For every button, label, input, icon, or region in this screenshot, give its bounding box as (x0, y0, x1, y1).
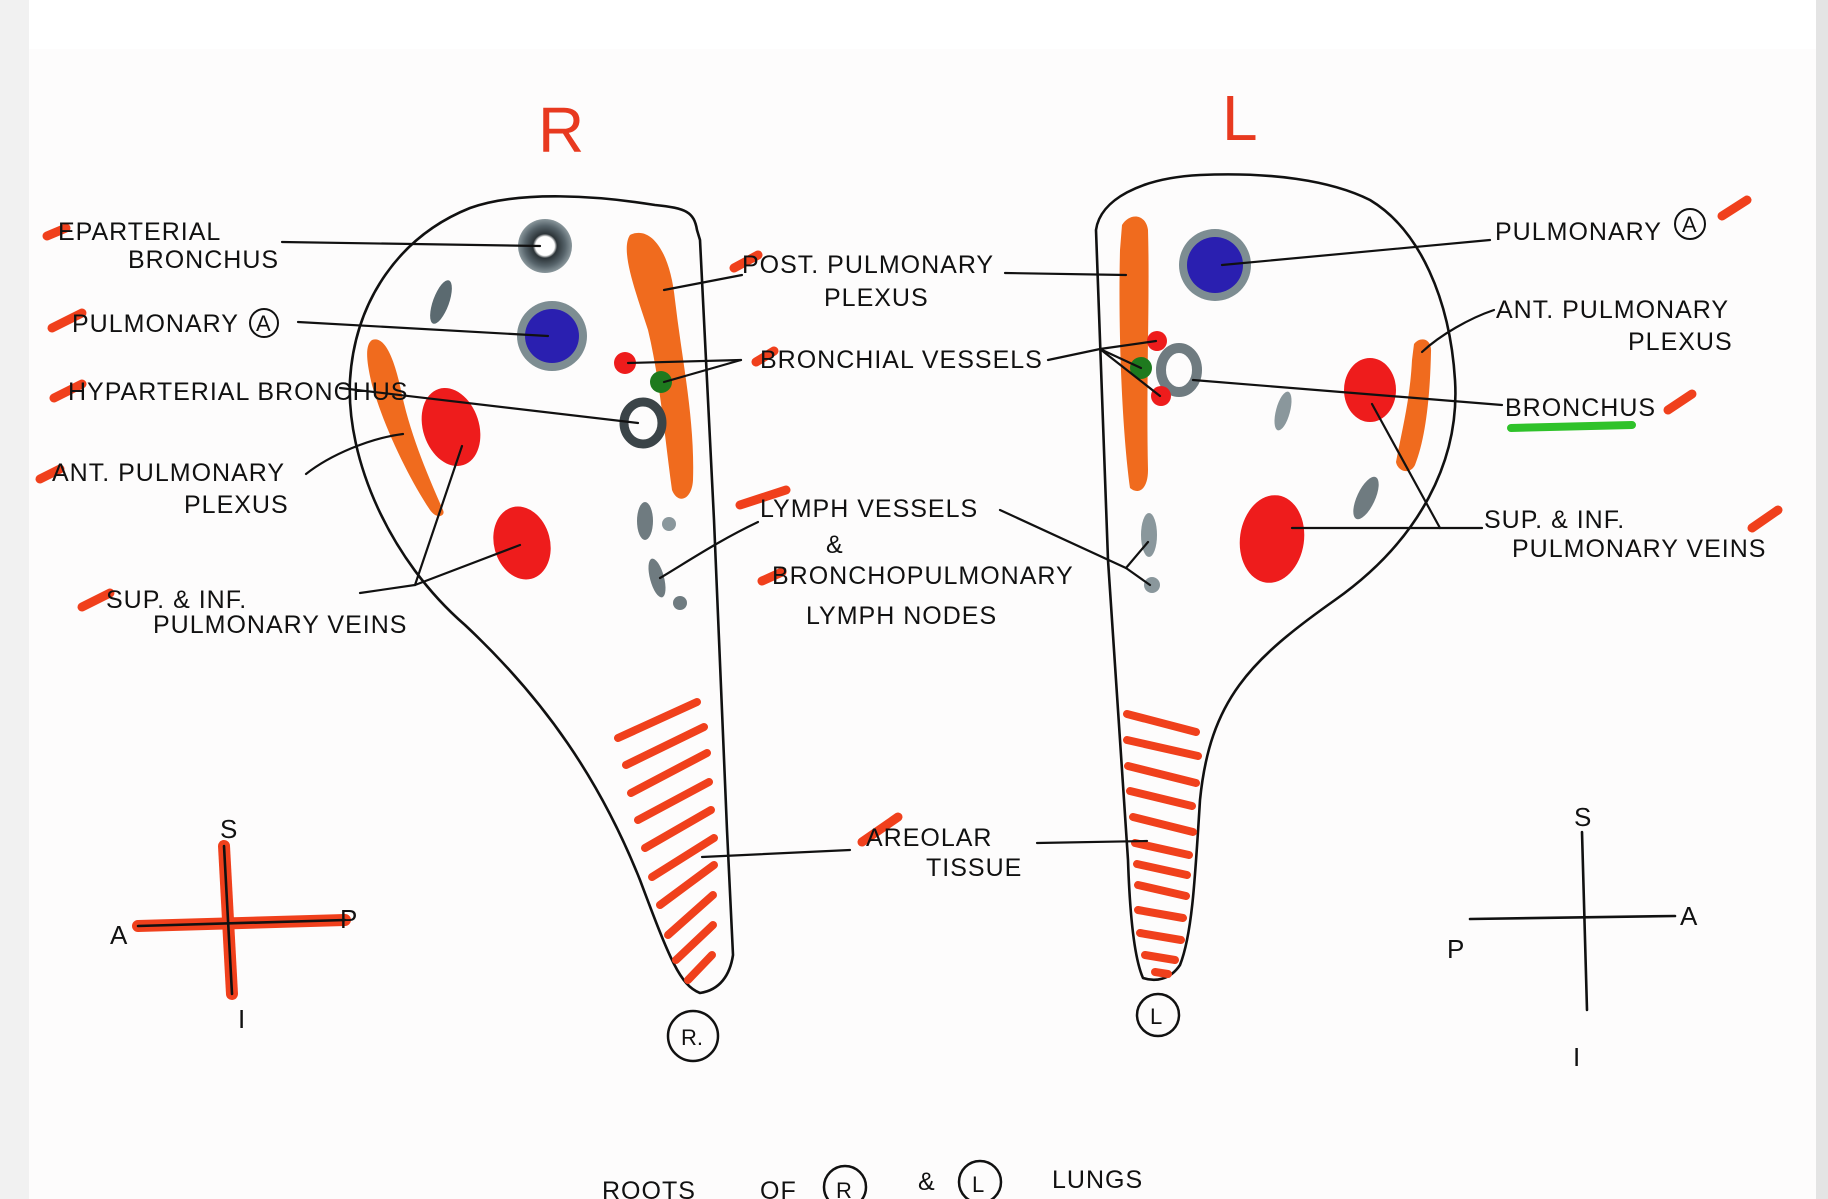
label-veins-right-2: PULMONARY VEINS (153, 611, 407, 639)
left-footer-label: L (1150, 1004, 1162, 1029)
left-orient-top: S (1574, 802, 1591, 832)
left-lymph-node-1 (1141, 513, 1157, 557)
label-bronchus-left: BRONCHUS (1505, 394, 1656, 422)
bronchus-green-underline (1507, 421, 1636, 432)
left-artery-circle-letter: A (1682, 212, 1697, 237)
right-bronchial-artery-red (614, 352, 636, 374)
right-artery-circle-letter: A (256, 311, 271, 336)
title-right-circle: R (836, 1178, 852, 1199)
title-roots: ROOTS (602, 1177, 696, 1199)
right-edge (1816, 0, 1828, 1199)
right-orient-bottom: I (238, 1004, 245, 1034)
label-veins-left-1: SUP. & INF. (1484, 506, 1625, 534)
left-lymph-vessel-1 (1274, 391, 1292, 431)
diagram-title: ROOTS OF R & L LUNGS (602, 1159, 1143, 1199)
label-ant-plexus-left-2: PLEXUS (1628, 328, 1733, 356)
right-lymph-vessel-upper (430, 280, 452, 324)
right-inferior-pulmonary-vein (493, 506, 551, 580)
label-bronchial-vessels: BRONCHIAL VESSELS (760, 346, 1043, 374)
right-pulmonary-artery (525, 309, 579, 363)
left-areolar-tissue (1123, 710, 1202, 978)
title-amp: & (918, 1168, 936, 1196)
label-lymph-2: BRONCHOPULMONARY (772, 562, 1074, 590)
right-footer-label: R. (681, 1025, 703, 1050)
left-superior-pulmonary-vein (1344, 358, 1396, 422)
label-ant-plexus-right-1: ANT. PULMONARY (52, 459, 285, 487)
left-pulmonary-artery (1187, 237, 1243, 293)
left-lung-heading: L (1222, 82, 1258, 154)
left-orient-right: A (1680, 901, 1698, 931)
right-lymph-node-2 (662, 517, 676, 531)
title-of: OF (760, 1177, 797, 1199)
right-superior-pulmonary-vein (421, 387, 481, 467)
right-lung-heading: R (538, 94, 584, 166)
right-bronchial-vessel-green (650, 371, 672, 393)
label-pulmonary-artery-right: PULMONARY (72, 310, 239, 338)
left-lung-labels: PULMONARY A ANT. PULMONARY PLEXUS BRONCH… (1191, 195, 1783, 563)
label-veins-right-1: SUP. & INF. (106, 586, 247, 614)
title-left-circle: L (972, 1172, 984, 1197)
left-orient-left: P (1447, 934, 1464, 964)
right-lymph-node-3 (648, 558, 666, 598)
right-lung-labels: EPARTERIAL BRONCHUS PULMONARY A HYPARTER… (35, 218, 640, 639)
label-post-plexus-2: PLEXUS (824, 284, 929, 312)
label-lymph-1: LYMPH VESSELS (760, 495, 978, 523)
label-hyparterial: HYPARTERIAL BRONCHUS (68, 378, 408, 406)
right-areolar-tissue (614, 698, 718, 984)
title-right-circle-icon (822, 1164, 868, 1199)
label-areolar-1: AREOLAR (866, 824, 992, 852)
label-eparterial-1: EPARTERIAL (58, 218, 221, 246)
right-lung-root: R. (348, 195, 735, 1063)
left-bronchus (1156, 343, 1202, 397)
title-lungs: LUNGS (1052, 1166, 1143, 1194)
left-lymph-vessel-2 (1353, 476, 1379, 520)
right-hyparterial-bronchus (619, 397, 667, 449)
right-orient-left: A (110, 920, 128, 950)
left-ant-plexus (1396, 339, 1432, 472)
label-lymph-amp: & (826, 531, 844, 559)
paper-scan (29, 49, 1820, 1199)
right-orientation-cross: S I A P (110, 814, 357, 1034)
right-lymph-node-4 (673, 596, 687, 610)
left-artery-circle-icon (1674, 208, 1706, 240)
left-footer-circle (1135, 992, 1181, 1038)
right-ant-plexus (367, 339, 444, 517)
left-inferior-pulmonary-vein (1239, 495, 1305, 583)
right-post-plexus (626, 232, 694, 499)
label-pulmonary-artery-left: PULMONARY (1495, 218, 1662, 246)
label-eparterial-2: BRONCHUS (128, 246, 279, 274)
label-lymph-3: LYMPH NODES (806, 602, 997, 630)
label-ant-plexus-right-2: PLEXUS (184, 491, 289, 519)
label-areolar-2: TISSUE (926, 854, 1022, 882)
center-labels: POST. PULMONARY PLEXUS BRONCHIAL VESSELS… (626, 250, 1162, 882)
right-artery-circle-icon (249, 308, 279, 338)
title-left-circle-icon (957, 1159, 1003, 1199)
right-footer-circle (666, 1009, 720, 1063)
label-post-plexus-1: POST. PULMONARY (742, 251, 994, 279)
right-orient-top: S (220, 814, 237, 844)
label-veins-left-2: PULMONARY VEINS (1512, 535, 1766, 563)
right-orient-right: P (340, 904, 357, 934)
left-lymph-node-2 (1144, 577, 1160, 593)
left-orient-bottom: I (1573, 1042, 1580, 1072)
right-lymph-node-1 (637, 502, 653, 540)
left-post-plexus (1119, 216, 1149, 491)
left-orientation-cross: S I P A (1447, 802, 1698, 1072)
right-eparterial-bronchus (518, 219, 572, 273)
label-ant-plexus-left-1: ANT. PULMONARY (1496, 296, 1729, 324)
